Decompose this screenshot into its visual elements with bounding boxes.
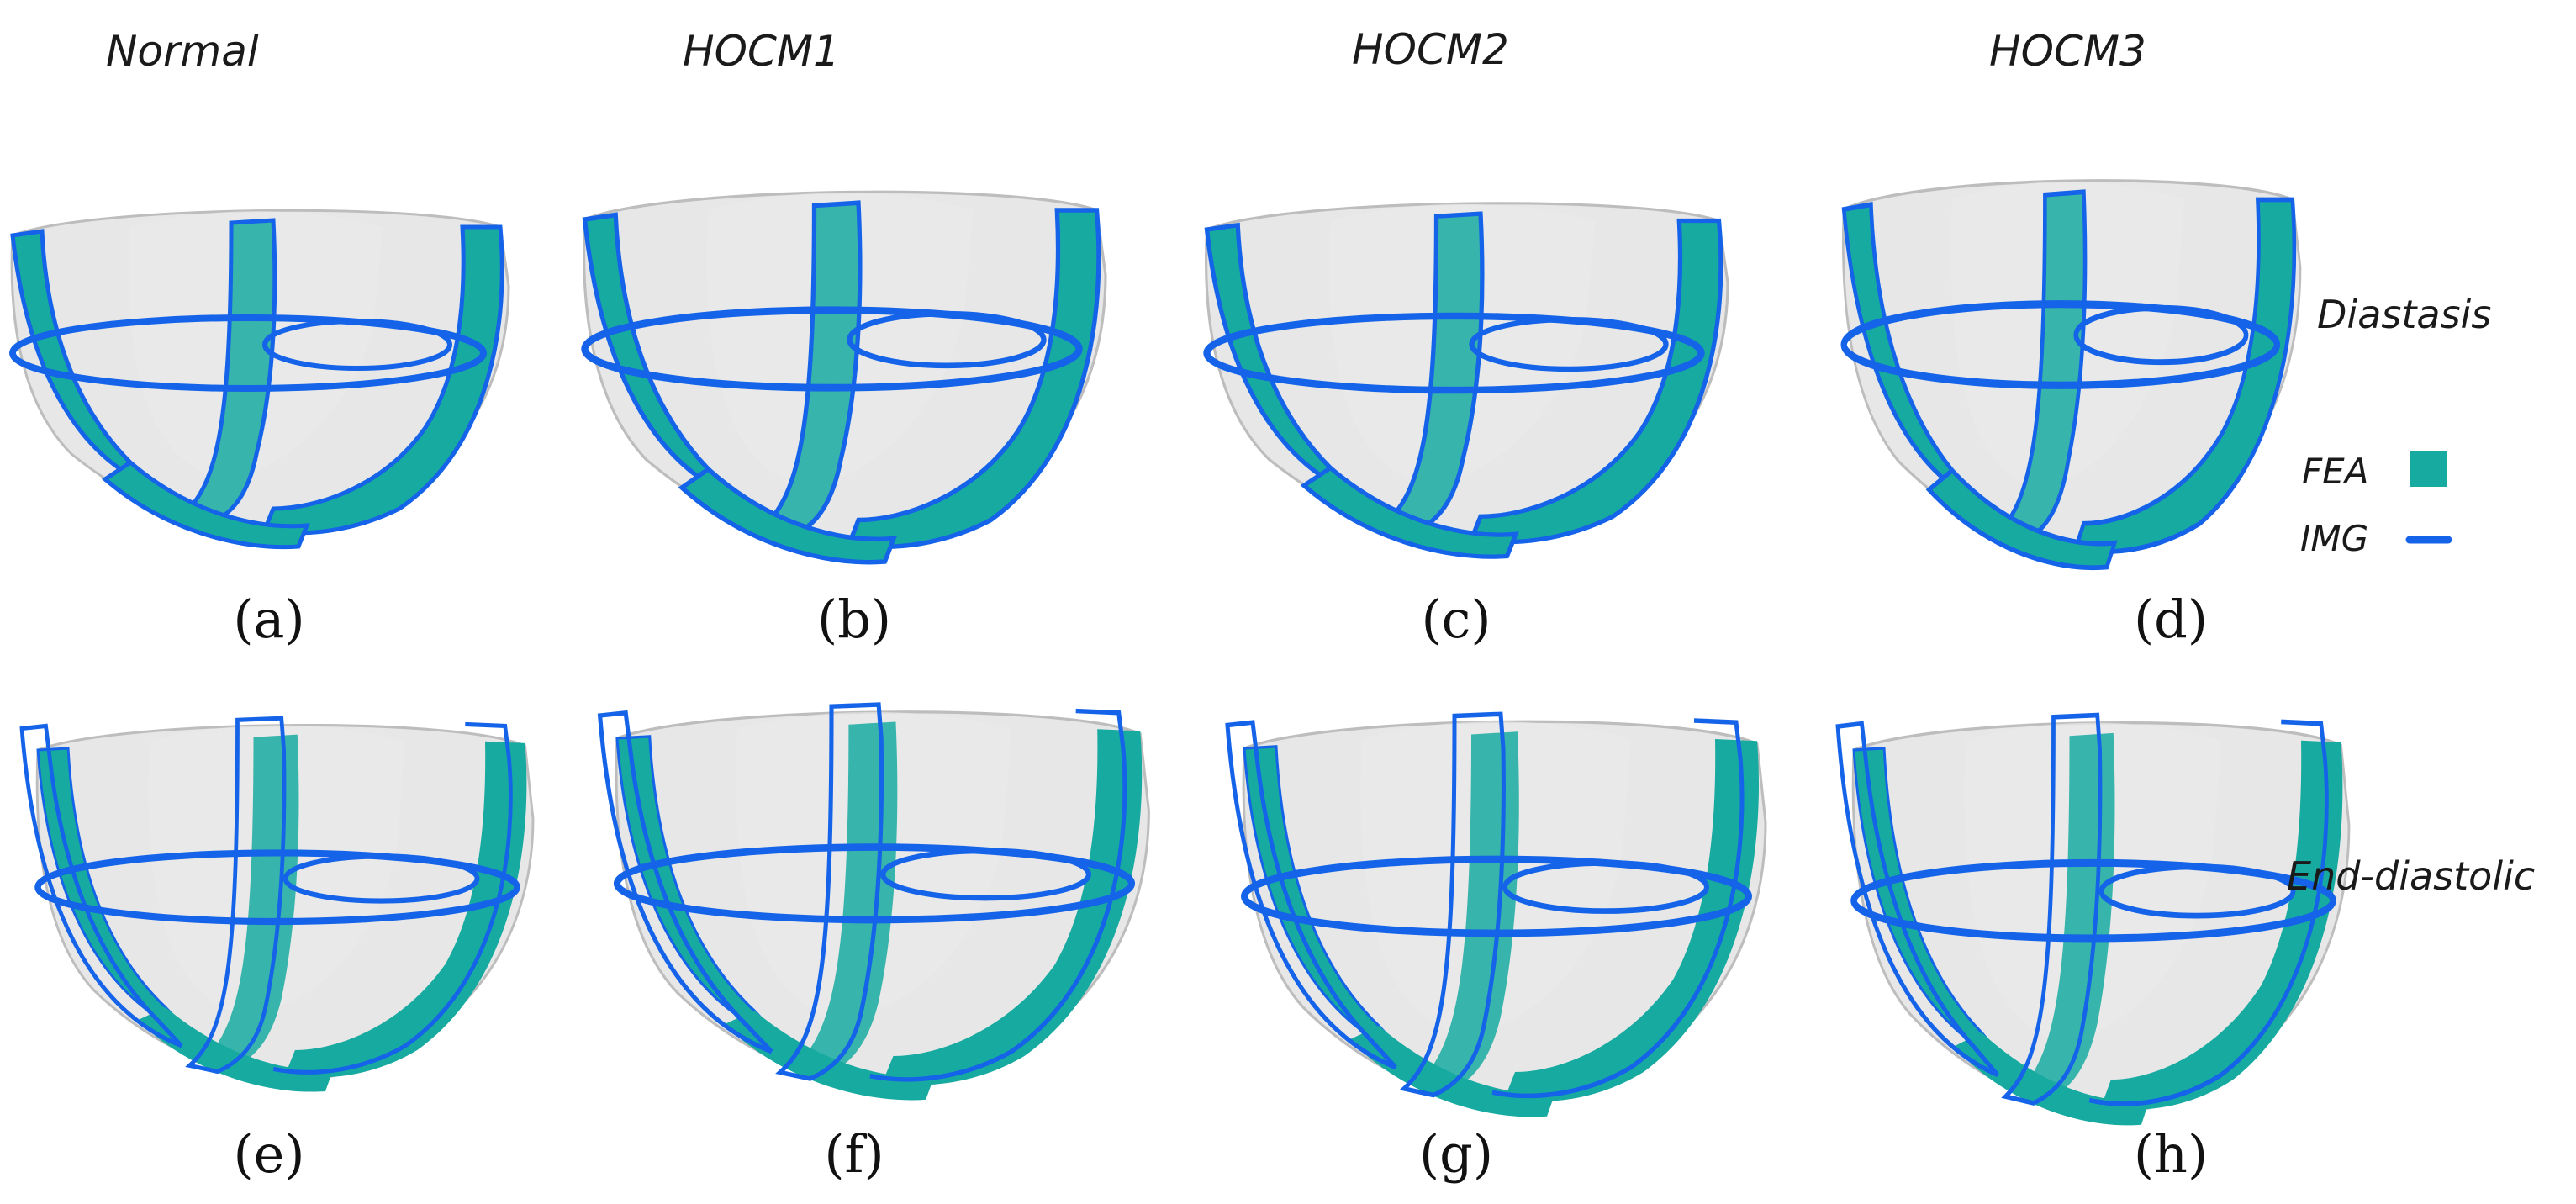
heart-model-a	[12, 210, 509, 547]
column-title-normal: Normal	[106, 27, 259, 76]
heart-model-h	[1838, 716, 2349, 1126]
heart-model-b	[584, 192, 1106, 562]
heart-model-g	[1227, 714, 1766, 1117]
row-label-diastasis: Diastasis	[2317, 292, 2491, 337]
column-title-hocm1: HOCM1	[683, 27, 840, 76]
legend: FEA IMG	[2300, 451, 2452, 559]
panel-label-h: (h)	[2134, 1123, 2208, 1185]
panel-label-e: (e)	[233, 1123, 304, 1185]
legend-fea-swatch	[2410, 452, 2447, 487]
panel-label-d: (d)	[2134, 589, 2208, 650]
heart-model-d	[1843, 181, 2300, 568]
row-label-end-diastolic: End-diastolic	[2287, 853, 2535, 899]
panel-label-f: (f)	[824, 1123, 884, 1185]
panel-label-c: (c)	[1421, 589, 1491, 650]
panel-label-g: (g)	[1419, 1123, 1493, 1185]
column-title-hocm3: HOCM3	[1989, 27, 2146, 76]
heart-model-c	[1206, 203, 1728, 557]
panel-label-a: (a)	[233, 589, 304, 650]
heart-model-f	[600, 705, 1149, 1100]
column-title-hocm2: HOCM2	[1352, 25, 1509, 74]
heart-model-e	[22, 718, 533, 1091]
panel-label-b: (b)	[817, 589, 891, 650]
legend-img-label: IMG	[2300, 518, 2368, 559]
legend-fea-label: FEA	[2302, 451, 2368, 492]
